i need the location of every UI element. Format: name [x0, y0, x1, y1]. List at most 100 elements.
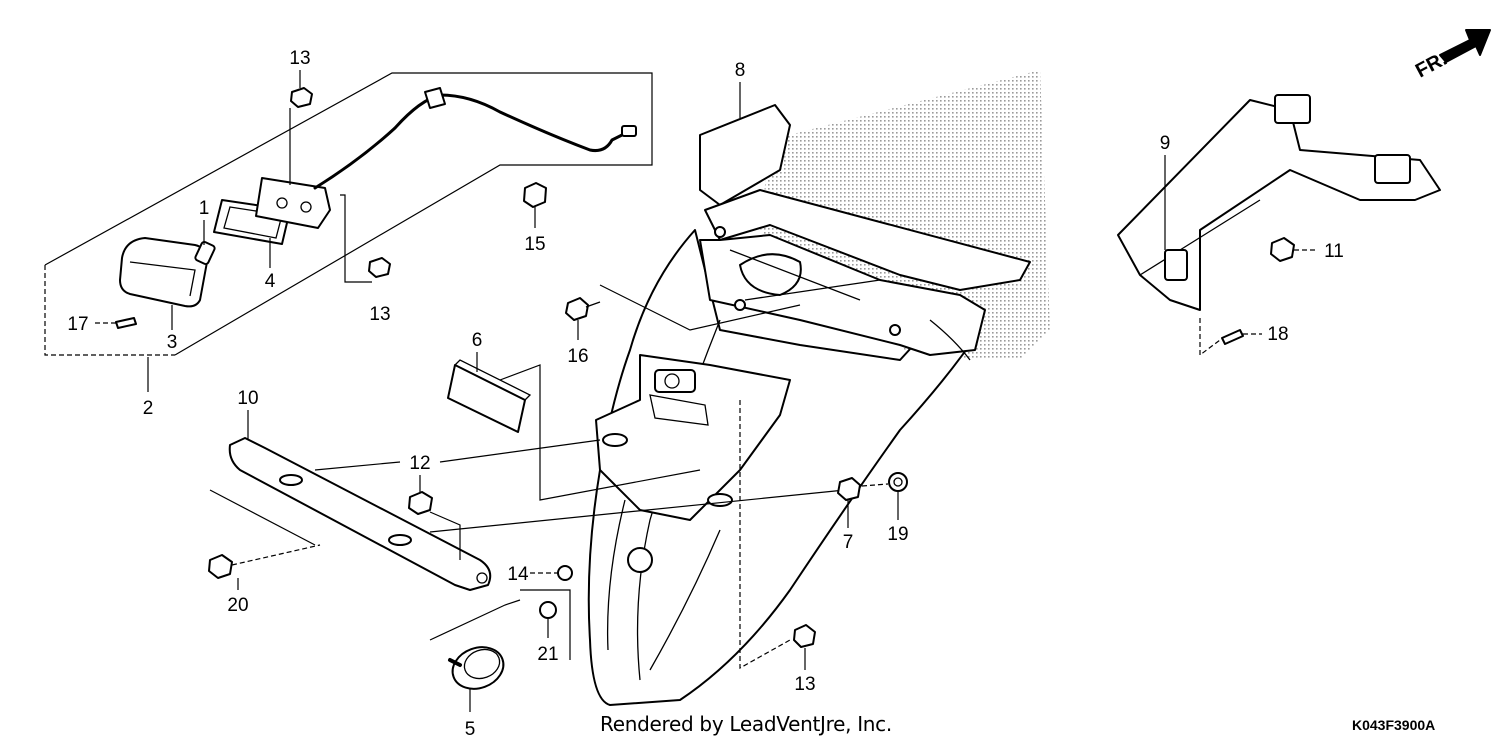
reflector-stud: [448, 658, 462, 667]
nut-13a: [290, 87, 313, 108]
callout-9: 9: [1160, 133, 1171, 154]
assembly-bracket-outline: [44, 265, 175, 356]
wire-connector: [621, 125, 637, 137]
taillight-lens: [119, 237, 209, 308]
rear-fender: [587, 229, 981, 706]
cap-21: [539, 601, 557, 619]
mount-slot-left: [602, 433, 628, 447]
bracket-block-2: [1374, 154, 1411, 184]
callout-16: 16: [567, 346, 588, 367]
callout-6: 6: [472, 330, 483, 351]
callout-14: 14: [507, 564, 529, 585]
plate-light-lens: [664, 373, 680, 389]
leader-12-down: [429, 511, 461, 560]
washer-19-hole: [893, 477, 903, 487]
bracket-block-3: [1164, 249, 1188, 281]
callout-17: 17: [67, 314, 88, 335]
nut-15: [523, 182, 547, 208]
mount-slot-right: [707, 493, 733, 507]
callout-19: 19: [887, 524, 908, 545]
taillight-lens-inner: [129, 261, 196, 297]
nut-14: [557, 565, 573, 581]
callout-18: 18: [1267, 324, 1288, 345]
nut-12: [408, 491, 433, 515]
assembly-box-outline: [44, 72, 653, 356]
callout-21: 21: [537, 644, 558, 665]
rail-cover: [699, 104, 791, 206]
wire-clip: [424, 87, 446, 109]
fender-rib: [606, 499, 626, 651]
callout-10: 10: [237, 388, 258, 409]
callout-7: 7: [843, 532, 854, 553]
rail-bolt-2: [734, 299, 746, 311]
leader-12-right: [439, 439, 601, 463]
wire-harness: [313, 93, 630, 190]
fender-rib-2: [649, 529, 721, 671]
license-mount: [595, 354, 791, 521]
callout-12: 12: [409, 453, 430, 474]
taillight-base: [255, 177, 331, 229]
leader-13c-box: [739, 400, 791, 670]
rail-opening: [739, 253, 802, 296]
leader-12-mid: [314, 461, 401, 471]
nut-13b: [368, 257, 391, 278]
seat-rail-frame: [699, 82, 1031, 361]
rail-brace: [729, 249, 971, 361]
front-arrow-icon: [1439, 29, 1491, 63]
washer-19: [888, 472, 908, 492]
bolt-20: [208, 554, 233, 579]
callout-20: 20: [227, 595, 248, 616]
callout-3: 3: [167, 332, 178, 353]
bolt-20-shank: [231, 544, 321, 566]
leader-12-long: [429, 489, 846, 533]
bracket-slot-1: [279, 474, 303, 486]
rail-bolt-3: [889, 324, 901, 336]
lower-bracket: [209, 410, 492, 591]
plate-light-window: [654, 369, 696, 393]
round-reflector: [451, 646, 505, 690]
leader-16-out: [599, 284, 801, 331]
screw-17: [115, 317, 137, 329]
base-hole-2: [300, 201, 312, 213]
rail-top: [704, 189, 1031, 291]
license-mount-slot: [649, 394, 709, 426]
bolt-16-shank: [585, 301, 601, 308]
reflector-side: [454, 359, 532, 401]
leader-6-out: [499, 364, 701, 501]
leader-13b: [340, 194, 372, 283]
figure-code: K043F3900A: [1352, 717, 1436, 733]
bracket-block-1: [1274, 94, 1311, 124]
callout-labels: 1 2 3 4 5 6 7 8 9 10 11 12 13 13 13 14 1…: [67, 48, 1343, 740]
bracket-slot-2: [388, 534, 412, 546]
screw-18: [1221, 329, 1244, 345]
front-direction-indicator: FR.: [1412, 29, 1491, 82]
nut-13c: [793, 624, 816, 648]
reflector: [447, 364, 526, 433]
callout-13a: 13: [289, 48, 310, 69]
leader-18: [1199, 318, 1221, 357]
side-bracket: [1117, 94, 1441, 357]
render-credit: Rendered by LeadVentJre, Inc.: [600, 712, 892, 736]
base-hole: [276, 197, 288, 209]
callout-2: 2: [143, 398, 154, 419]
callout-8: 8: [735, 60, 746, 81]
nut-7: [837, 477, 861, 501]
bolt-11: [1270, 237, 1295, 262]
callout-11: 11: [1324, 241, 1344, 262]
callout-5: 5: [465, 719, 476, 740]
leader-21-box: [520, 589, 571, 660]
bulb: [194, 240, 216, 266]
fender-grommet: [627, 547, 653, 573]
fender-body: [587, 229, 981, 706]
callout-13b: 13: [369, 304, 390, 325]
callout-13c: 13: [794, 674, 815, 695]
callout-15: 15: [524, 234, 545, 255]
leader-7-link: [861, 483, 889, 487]
callout-1: 1: [199, 198, 210, 219]
leader-5-box: [429, 599, 521, 641]
rail-bolt-1: [714, 226, 726, 238]
callout-4: 4: [265, 271, 276, 292]
bolt-16: [565, 297, 589, 321]
leader-12-left: [209, 489, 316, 546]
